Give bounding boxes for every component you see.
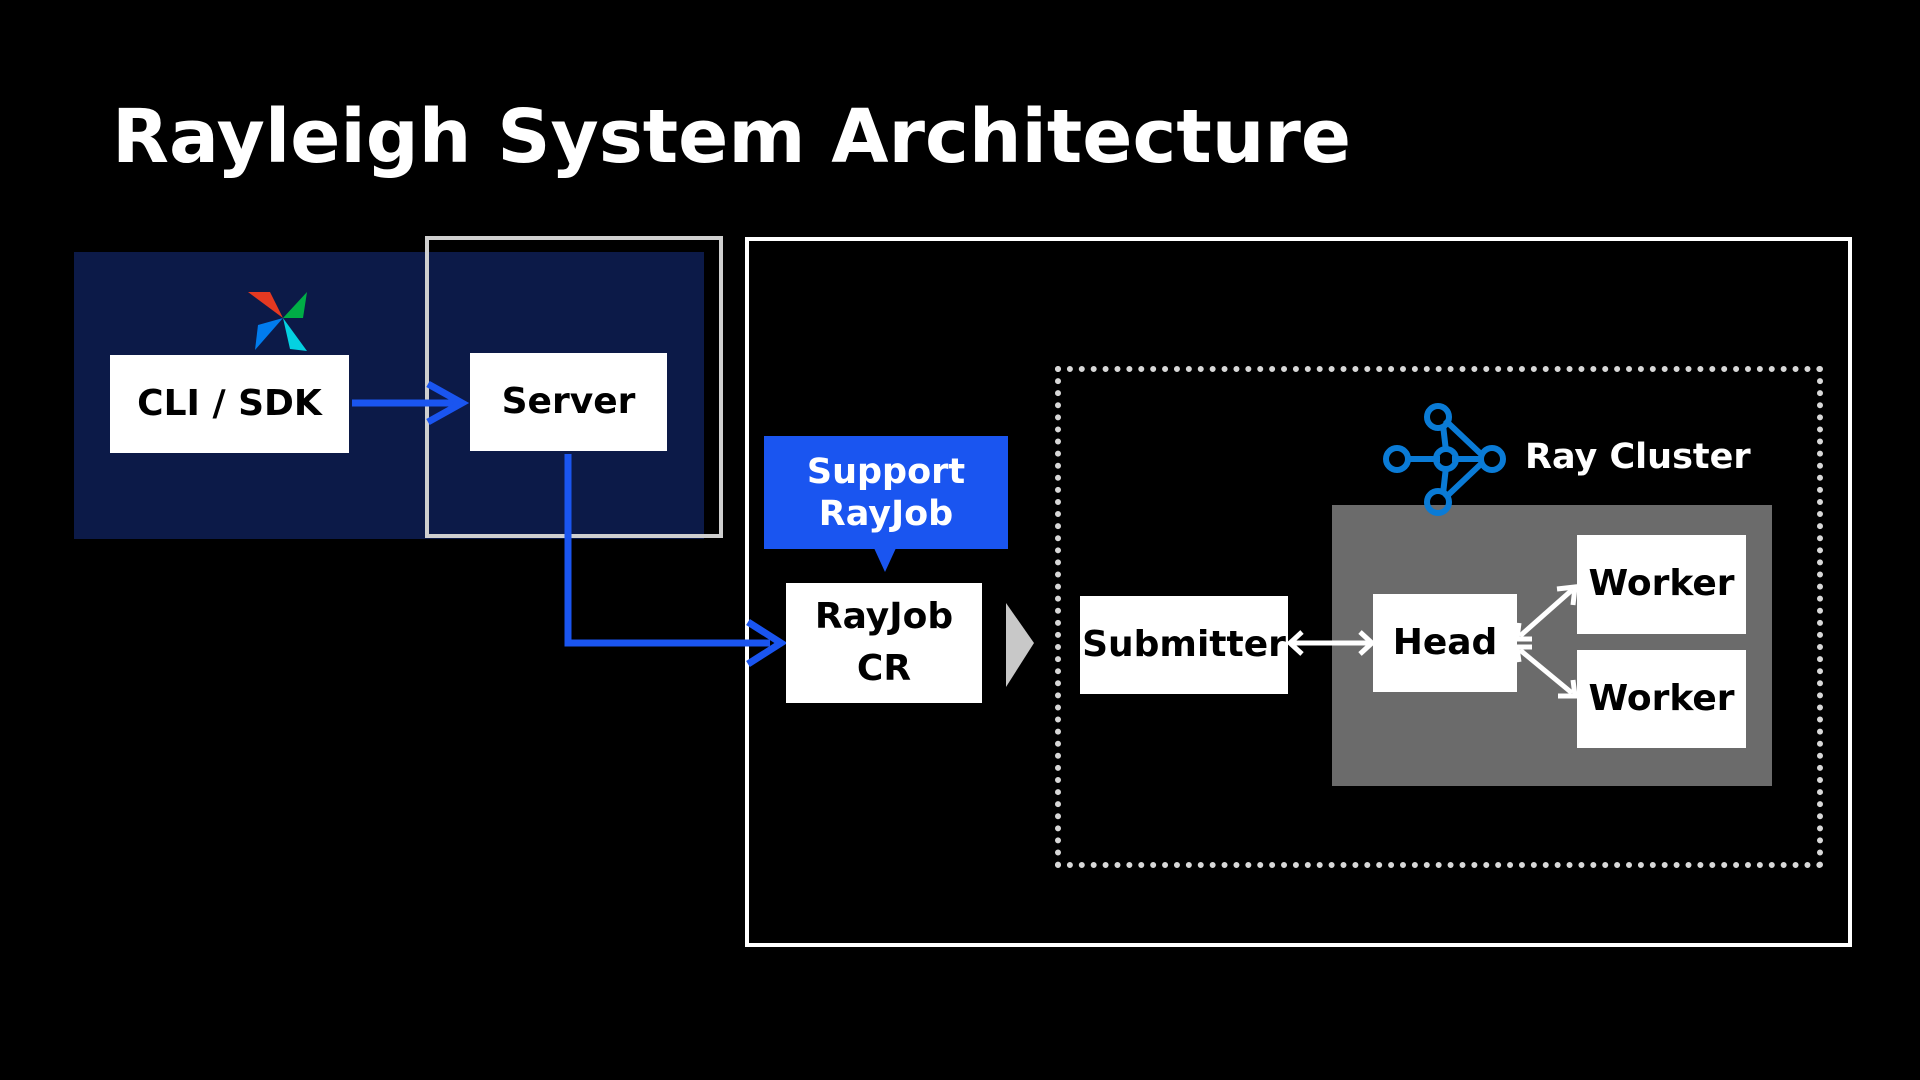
submitter-node: Submitter: [1080, 596, 1288, 694]
worker-top-label: Worker: [1588, 563, 1735, 605]
worker-node-top: Worker: [1577, 535, 1746, 634]
rayjob-cr-node: RayJob CR: [786, 583, 982, 703]
rayjob-cr-line-1: RayJob: [814, 595, 954, 637]
worker-bottom-label: Worker: [1588, 677, 1735, 719]
server-node: Server: [470, 353, 667, 451]
cli-sdk-label: CLI / SDK: [137, 382, 322, 424]
callout-line-1: Support: [806, 451, 966, 492]
head-node: Head: [1373, 594, 1517, 692]
submitter-label: Submitter: [1082, 623, 1286, 665]
head-label: Head: [1392, 621, 1498, 663]
worker-node-bottom: Worker: [1577, 650, 1746, 748]
server-label: Server: [501, 380, 636, 422]
ray-cluster-label: Ray Cluster: [1525, 437, 1751, 477]
callout-line-2: RayJob: [818, 493, 954, 534]
rayjob-cr-line-2: CR: [856, 648, 912, 689]
support-rayjob-callout: Support RayJob: [764, 436, 1008, 549]
page-title: Rayleigh System Architecture: [112, 94, 1352, 180]
cli-sdk-node: CLI / SDK: [110, 355, 349, 453]
ray-cluster-frame: [1055, 366, 1823, 868]
callout-pointer: [874, 548, 896, 572]
